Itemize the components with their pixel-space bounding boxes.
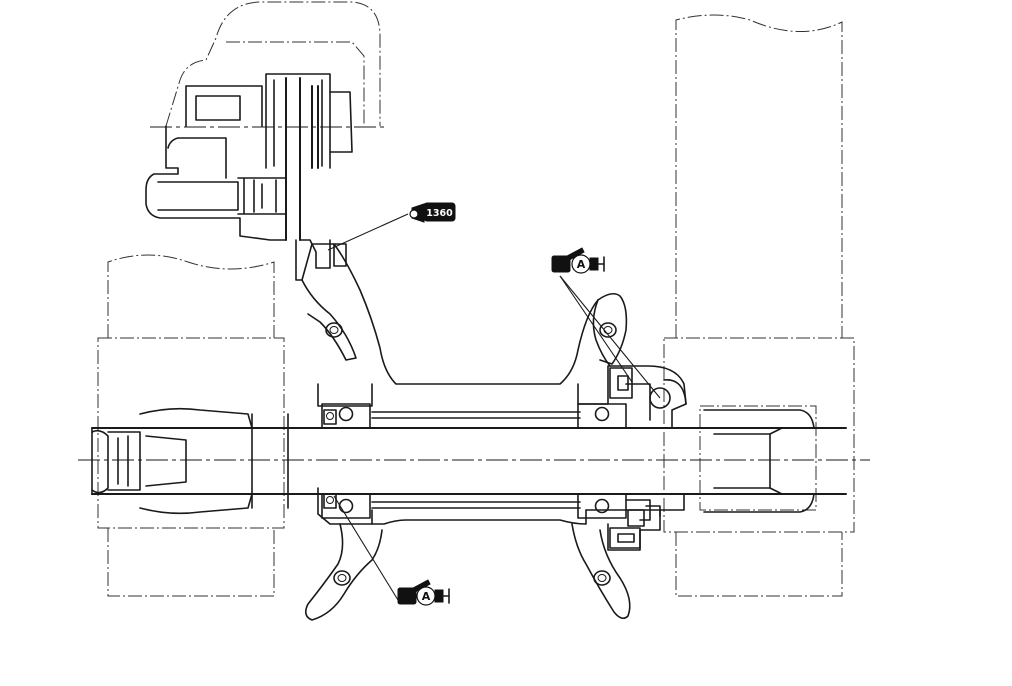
grease-gun-icon: A (551, 247, 605, 274)
left-wheel-bearing (321, 403, 371, 519)
right-wheel-bearing (577, 367, 687, 549)
torque-wrench-icon: 1360 (409, 202, 456, 223)
right-fork-leg (663, 14, 855, 597)
brake-caliper (145, 1, 384, 241)
left-fork-leg (97, 254, 285, 597)
grease-type-letter: A (422, 590, 431, 603)
wheel-hub (301, 243, 687, 621)
grease-gun-icon: A (397, 579, 450, 606)
front-axle (78, 407, 870, 515)
brake-disc (295, 239, 347, 281)
spacer-tube (371, 411, 581, 509)
torque-spec-code: 1360 (426, 208, 453, 219)
leader-lines (327, 213, 661, 601)
grease-type-letter: A (577, 258, 586, 271)
